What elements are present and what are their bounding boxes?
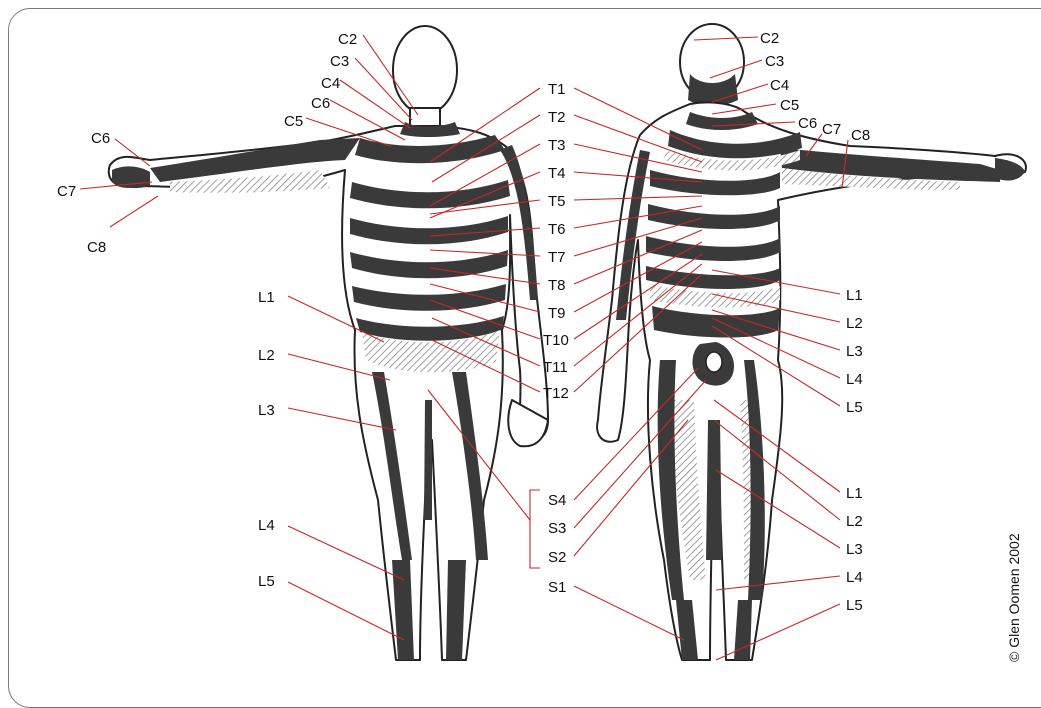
front-body-silhouette (109, 126, 548, 660)
label-back-l4-upper: L4 (846, 371, 863, 388)
label-hand-c6: C6 (91, 130, 110, 147)
label-front-l2: L2 (258, 347, 275, 364)
label-t4: T4 (548, 165, 566, 182)
label-back-c8: C8 (851, 127, 870, 144)
label-hand-c8: C8 (87, 239, 106, 256)
label-t1: T1 (548, 81, 566, 98)
label-hand-c7: C7 (57, 183, 76, 200)
label-front-c4: C4 (321, 75, 340, 92)
label-back-c5: C5 (780, 97, 799, 114)
label-back-c6: C6 (798, 115, 817, 132)
sacral-labels: S4 S3 S2 S1 (548, 492, 566, 596)
label-front-c6: C6 (311, 95, 330, 112)
label-back-c2: C2 (760, 30, 779, 47)
label-front-l1: L1 (258, 289, 275, 306)
label-t9: T9 (548, 305, 566, 322)
front-labels: C2 C3 C4 C6 C5 C6 C7 C8 L1 L2 L3 L4 L5 (57, 31, 357, 590)
label-back-l2-lower: L2 (846, 513, 863, 530)
label-back-c4: C4 (770, 77, 789, 94)
dermatome-diagram: C2 C3 C4 C6 C5 C6 C7 C8 L1 L2 L3 L4 L5 T… (0, 0, 1041, 673)
label-t12: T12 (543, 385, 569, 402)
label-t10: T10 (543, 332, 569, 349)
thoracic-labels: T1 T2 T3 T4 T5 T6 T7 T8 T9 T10 T11 T12 (543, 81, 569, 402)
label-t8: T8 (548, 277, 566, 294)
label-front-l3: L3 (258, 402, 275, 419)
label-front-l5: L5 (258, 573, 275, 590)
label-back-l1-lower: L1 (846, 485, 863, 502)
label-back-l5-lower: L5 (846, 597, 863, 614)
label-s1: S1 (548, 579, 566, 596)
label-t7: T7 (548, 249, 566, 266)
label-t5: T5 (548, 193, 566, 210)
label-s3: S3 (548, 520, 566, 537)
label-t11: T11 (543, 359, 568, 376)
copyright-credit: © Glen Oomen 2002 (1006, 533, 1022, 662)
label-back-l3-upper: L3 (846, 343, 863, 360)
label-t6: T6 (548, 221, 566, 238)
label-back-l2-upper: L2 (846, 315, 863, 332)
label-back-c7: C7 (822, 121, 841, 138)
label-front-c5: C5 (284, 113, 303, 130)
label-back-l4-lower: L4 (846, 569, 863, 586)
front-head (393, 26, 457, 114)
label-s4: S4 (548, 492, 566, 509)
label-front-l4: L4 (258, 517, 275, 534)
label-t2: T2 (548, 109, 566, 126)
label-s2: S2 (548, 549, 566, 566)
label-front-c2: C2 (338, 31, 357, 48)
label-back-l1-upper: L1 (846, 287, 863, 304)
label-back-l5-upper: L5 (846, 399, 863, 416)
label-front-c3: C3 (330, 53, 349, 70)
label-back-l3-lower: L3 (846, 541, 863, 558)
label-t3: T3 (548, 137, 566, 154)
front-figure (109, 26, 548, 660)
label-back-c3: C3 (765, 53, 784, 70)
